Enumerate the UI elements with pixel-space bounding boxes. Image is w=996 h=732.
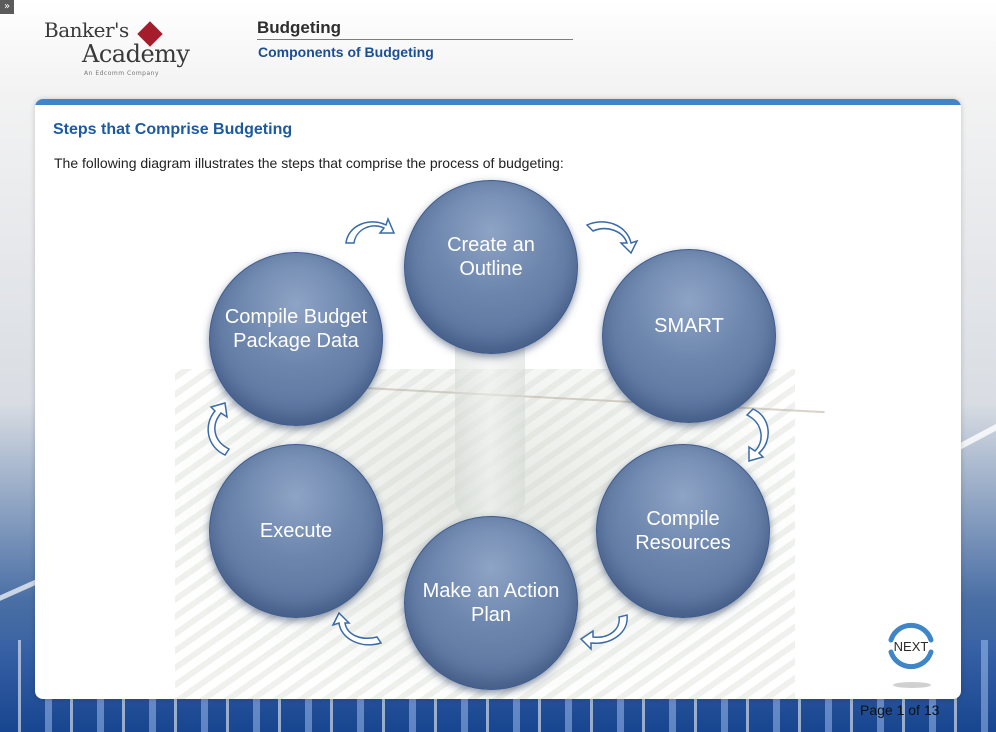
cycle-arrow-icon [207,402,231,456]
step-execute: Execute [209,444,383,618]
next-button-label: NEXT [894,639,929,654]
step-label: Compile Budget Package Data [224,306,368,352]
step-smart: SMART [602,249,776,423]
step-label: Compile Resources [635,508,731,554]
step-label: Execute [259,520,333,542]
panel-title: Steps that Comprise Budgeting [53,121,293,138]
cycle-arrow-icon [331,611,383,646]
content-panel: Steps that Comprise Budgeting The follow… [35,99,961,699]
bankers-academy-logo: Banker's Academy An Edcomm Company [44,18,194,78]
cycle-arrow-icon [345,216,396,244]
step-make-an-action-plan: Make an Action Plan [404,516,578,690]
logo-text-line1: Banker's [44,18,129,42]
course-subtitle: Components of Budgeting [258,44,434,60]
next-button-shadow [893,682,931,688]
panel-intro-text: The following diagram illustrates the st… [54,155,564,171]
next-arc-bottom-icon [888,649,934,670]
next-arc-top-icon [888,622,934,643]
cycle-arrow-icon [579,614,628,651]
step-create-an-outline: Create an Outline [404,180,578,354]
cycle-arrow-icon [585,221,639,255]
sidebar-toggle-button[interactable]: » [0,0,14,14]
step-label: SMART [654,315,724,337]
course-title: Budgeting [257,18,573,40]
step-label: Make an Action Plan [422,580,560,626]
logo-subtitle: An Edcomm Company [84,70,160,77]
step-label: Create an Outline [447,234,535,280]
step-compile-budget-package-data: Compile Budget Package Data [209,252,383,426]
page-indicator: Page 1 of 13 [860,702,940,718]
logo-text-line2: Academy [82,40,190,68]
cycle-arrow-icon [745,408,769,462]
step-compile-resources: Compile Resources [596,444,770,618]
panel-top-bar [35,99,961,105]
next-button[interactable]: NEXT [885,620,937,672]
